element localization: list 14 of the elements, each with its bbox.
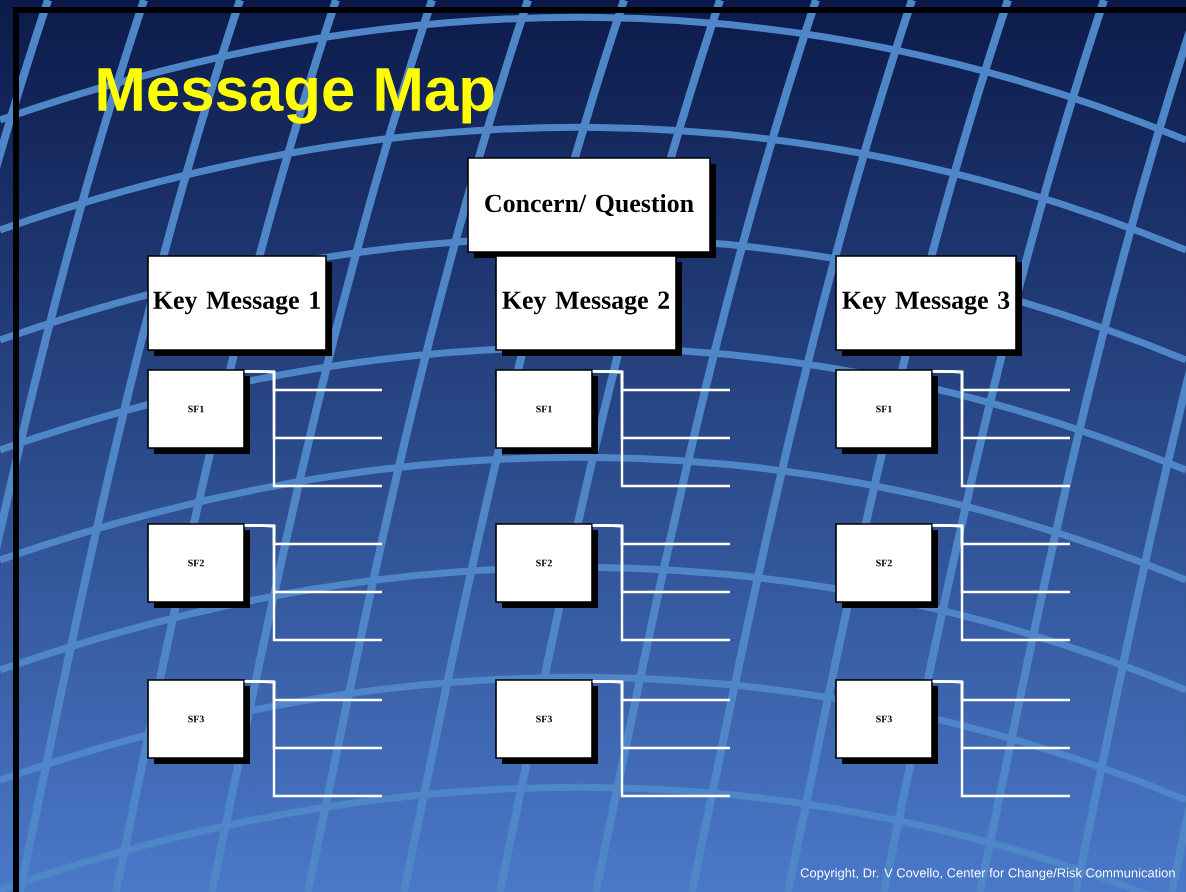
bracket-line [592, 524, 730, 642]
question-box: Concern/ Question [467, 157, 716, 258]
bracket-line [932, 524, 1070, 642]
bracket-line [932, 680, 1070, 798]
bracket-line [592, 680, 730, 798]
key-message-box: Key Message 2 [495, 255, 682, 356]
bracket-line [592, 370, 730, 488]
bracket-line [932, 370, 1070, 488]
bracket-line [244, 370, 382, 488]
key-message-box: Key Message 3 [835, 255, 1022, 356]
key-message-box: Key Message 1 [147, 255, 332, 356]
bracket-line [244, 680, 382, 798]
bracket-line [244, 524, 382, 642]
slide-title: Message Map [98, 68, 494, 124]
